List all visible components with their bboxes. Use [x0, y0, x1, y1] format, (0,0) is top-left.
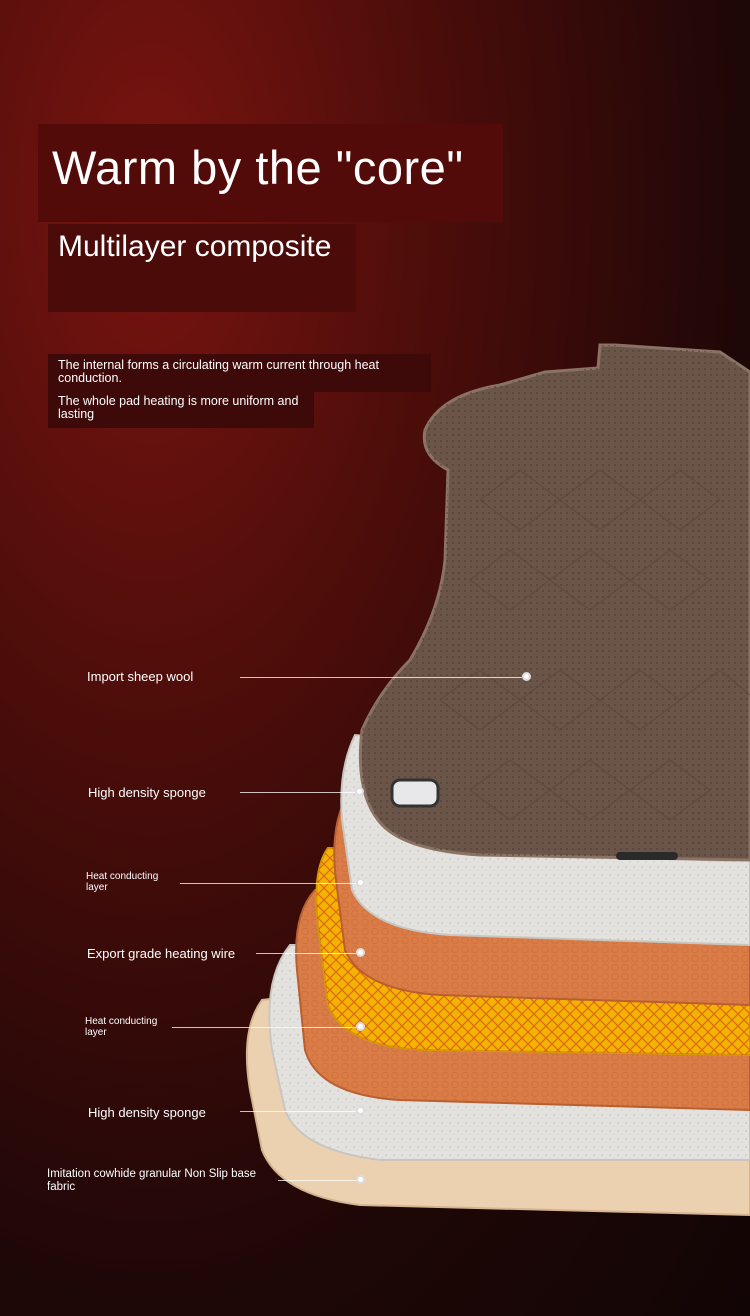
leader-line	[278, 1180, 356, 1181]
leader-line	[240, 792, 355, 793]
subheadline-background	[48, 224, 356, 312]
leader-line	[256, 953, 356, 954]
leader-line	[172, 1027, 356, 1028]
marker-dot	[356, 1106, 365, 1115]
marker-dot	[356, 878, 365, 887]
leader-line	[180, 883, 356, 884]
label-sponge-top: High density sponge	[88, 785, 206, 800]
subheadline: Multilayer composite	[58, 230, 332, 263]
marker-dot	[356, 948, 365, 957]
label-heat-conducting-2: Heat conducting layer	[85, 1016, 158, 1038]
description-1: The internal forms a circulating warm cu…	[58, 358, 379, 385]
marker-dot	[356, 1022, 365, 1031]
label-base-fabric: Imitation cowhide granular Non Slip base…	[47, 1168, 257, 1193]
headline-background	[38, 124, 503, 222]
description-2: The whole pad heating is more uniform an…	[58, 394, 299, 421]
label-heating-wire: Export grade heating wire	[87, 946, 236, 961]
label-sheep-wool: Import sheep wool	[87, 669, 194, 684]
description-background-2	[48, 392, 314, 428]
label-heat-conducting-1: Heat conducting layer	[86, 871, 159, 893]
description-background-1	[48, 354, 431, 392]
marker-dot	[355, 787, 364, 796]
marker-dot	[356, 1175, 365, 1184]
controller-button	[390, 778, 440, 808]
marker-dot	[522, 672, 531, 681]
label-sponge-bottom: High density sponge	[88, 1105, 206, 1120]
headline: Warm by the "core"	[52, 141, 464, 194]
leader-line	[240, 1111, 356, 1112]
leader-line	[240, 677, 522, 678]
